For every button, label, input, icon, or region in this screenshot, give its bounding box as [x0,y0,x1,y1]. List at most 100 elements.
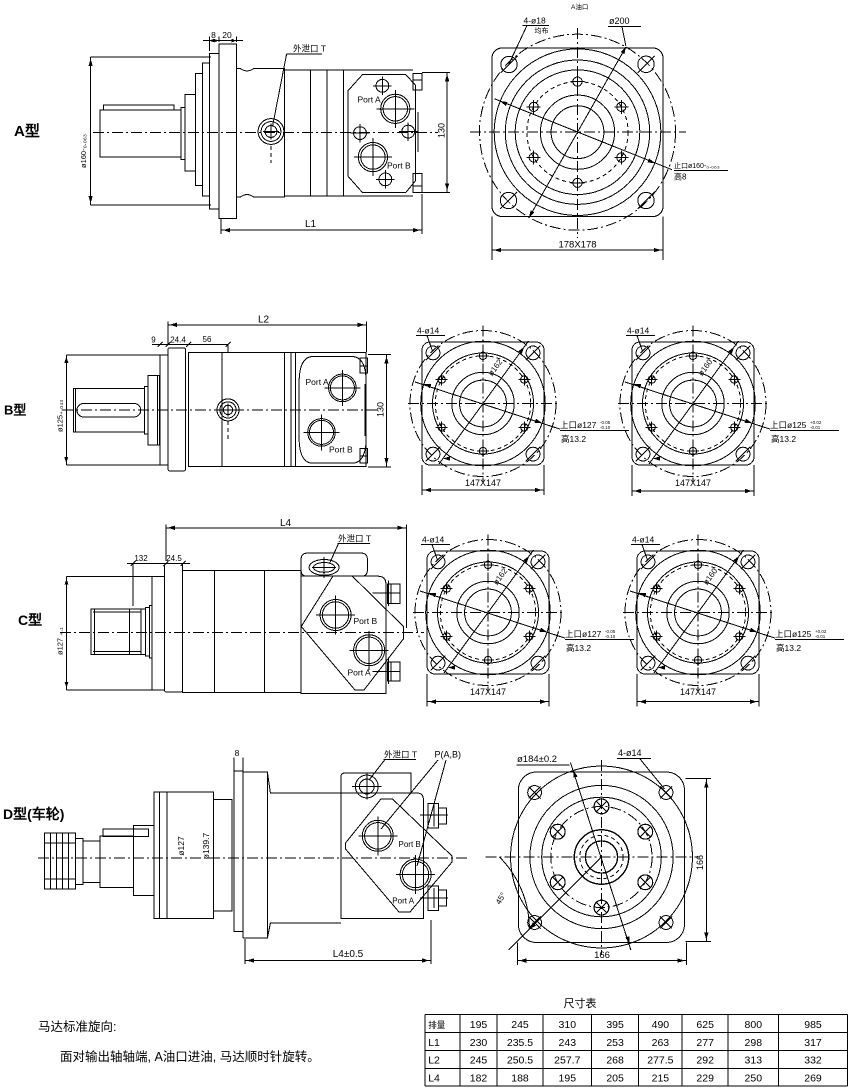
svg-text:高13.2: 高13.2 [566,643,591,653]
svg-text:130: 130 [376,402,386,417]
svg-text:625: 625 [696,1019,714,1031]
svg-text:298: 298 [745,1037,763,1049]
svg-text:132: 132 [134,554,148,563]
svg-text:Port B: Port B [354,616,378,626]
svg-text:235.5: 235.5 [507,1037,533,1049]
svg-text:147X147: 147X147 [675,478,711,488]
svg-text:195: 195 [470,1019,488,1031]
svg-text:182: 182 [470,1073,488,1085]
svg-text:B型: B型 [4,403,26,418]
svg-text:外泄口 T: 外泄口 T [293,44,326,54]
svg-text:4-ø14: 4-ø14 [417,326,439,336]
svg-text:332: 332 [804,1055,822,1067]
svg-text:L4±0.5: L4±0.5 [333,949,364,960]
svg-text:上口ø125: 上口ø125 [775,629,812,639]
svg-text:+0.02: +0.02 [810,420,822,425]
svg-text:166: 166 [594,950,610,961]
svg-text:188: 188 [511,1073,529,1085]
svg-text:止口ø160-₀.₀₆₃: 止口ø160-₀.₀₆₃ [674,161,720,170]
svg-text:205: 205 [606,1073,624,1085]
svg-text:317: 317 [804,1037,822,1049]
svg-text:Port B: Port B [387,161,411,171]
svg-text:ø139.7: ø139.7 [201,832,211,859]
svg-text:4-ø14: 4-ø14 [627,326,649,336]
svg-text:外泄口 T: 外泄口 T [338,534,371,544]
svg-text:Port B: Port B [329,445,353,455]
svg-text:C型: C型 [18,612,42,628]
svg-text:-0.01: -0.01 [815,634,826,639]
svg-text:A型: A型 [14,122,40,140]
svg-text:8: 8 [211,30,216,40]
svg-text:ø184±0.2: ø184±0.2 [517,754,557,765]
svg-text:D型(车轮): D型(车轮) [3,806,64,822]
svg-text:20: 20 [222,30,232,40]
svg-text:310: 310 [559,1019,577,1031]
svg-text:排量: 排量 [428,1020,446,1030]
svg-text:L1: L1 [305,219,317,230]
svg-text:395: 395 [606,1019,624,1031]
svg-text:上口ø127: 上口ø127 [560,420,597,430]
svg-text:面对输出轴轴端, A油口进油, 马达顺时针旋转。: 面对输出轴轴端, A油口进油, 马达顺时针旋转。 [60,1049,320,1064]
svg-text:A油口: A油口 [571,2,588,11]
svg-text:130: 130 [437,123,447,138]
svg-text:257.7: 257.7 [554,1055,580,1067]
svg-text:195: 195 [559,1073,577,1085]
svg-text:L1: L1 [428,1037,440,1049]
svg-text:Port A: Port A [348,668,371,678]
svg-text:4-ø18: 4-ø18 [524,16,546,26]
svg-text:高8: 高8 [674,172,687,182]
svg-text:24.5: 24.5 [166,554,182,563]
svg-text:ø160-₀.₀₆₃: ø160-₀.₀₆₃ [79,134,88,168]
svg-text:Port B: Port B [399,840,421,849]
svg-text:L4: L4 [428,1073,440,1085]
svg-text:277.5: 277.5 [647,1055,673,1067]
svg-text:166: 166 [695,855,705,870]
svg-text:4-ø14: 4-ø14 [632,535,654,545]
svg-text:上口ø125: 上口ø125 [770,420,807,430]
svg-text:-0.05: -0.05 [605,629,616,634]
svg-text:Port A: Port A [392,897,414,906]
svg-text:245: 245 [511,1019,529,1031]
svg-text:ø127 ₊.₁: ø127 ₊.₁ [56,627,65,655]
svg-text:250.5: 250.5 [507,1055,533,1067]
svg-text:Port A: Port A [306,377,329,387]
svg-text:313: 313 [745,1055,763,1067]
svg-text:215: 215 [652,1073,670,1085]
svg-text:147X147: 147X147 [680,687,716,697]
svg-text:外泄口 T: 外泄口 T [384,750,417,760]
svg-text:高13.2: 高13.2 [771,434,796,444]
svg-text:250: 250 [745,1073,763,1085]
svg-text:尺寸表: 尺寸表 [564,996,597,1010]
svg-text:-0.10: -0.10 [600,425,611,430]
svg-text:245: 245 [470,1055,488,1067]
svg-text:230: 230 [470,1037,488,1049]
svg-text:L2: L2 [428,1055,440,1067]
svg-text:229: 229 [696,1073,714,1085]
svg-text:ø127: ø127 [176,836,186,856]
svg-text:490: 490 [652,1019,670,1031]
svg-text:277: 277 [696,1037,714,1049]
svg-text:263: 263 [652,1037,670,1049]
svg-text:147X147: 147X147 [465,478,501,488]
svg-text:269: 269 [804,1073,822,1085]
svg-text:4-ø14: 4-ø14 [618,748,642,758]
svg-text:800: 800 [745,1019,763,1031]
svg-text:8: 8 [235,748,240,758]
svg-text:P(A,B): P(A,B) [435,750,462,760]
svg-text:56: 56 [203,335,212,344]
svg-text:高13.2: 高13.2 [776,643,801,653]
svg-text:24.4: 24.4 [170,336,186,345]
svg-text:253: 253 [606,1037,624,1049]
svg-text:ø125₊.₀₄₃: ø125₊.₀₄₃ [56,400,65,432]
svg-text:178X178: 178X178 [558,240,596,251]
svg-text:马达标准旋向:: 马达标准旋向: [38,1019,116,1034]
svg-text:-0.01: -0.01 [810,425,821,430]
svg-text:243: 243 [559,1037,577,1049]
svg-text:L4: L4 [280,518,292,529]
svg-text:-0.10: -0.10 [605,634,616,639]
svg-text:高13.2: 高13.2 [561,434,586,444]
svg-text:Port A: Port A [358,95,381,105]
svg-text:4-ø14: 4-ø14 [422,535,444,545]
svg-text:292: 292 [696,1055,714,1067]
svg-text:+0.02: +0.02 [815,629,827,634]
